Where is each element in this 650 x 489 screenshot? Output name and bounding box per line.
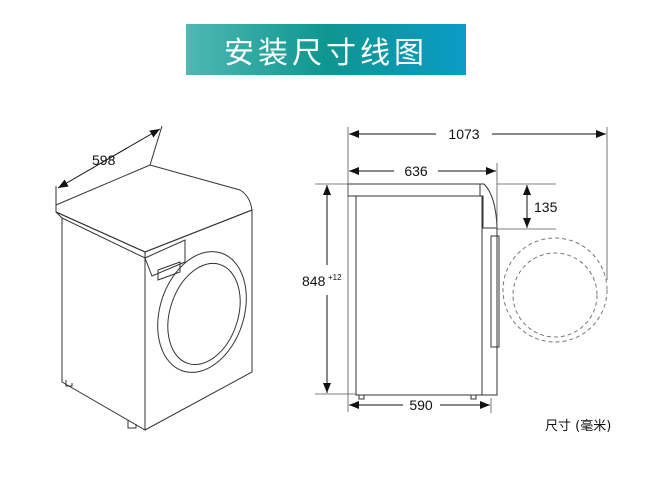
unit-label: 尺寸 (毫米)	[545, 418, 611, 434]
dim-height-tolerance: +12	[328, 273, 342, 282]
door-swing-outer	[502, 237, 608, 343]
washer-side-view	[347, 183, 608, 400]
door-swing-inner	[512, 252, 598, 338]
dim-height-label: 848	[302, 273, 326, 289]
title-banner: 安装尺寸线图	[186, 24, 466, 75]
washer-3d-view	[55, 125, 253, 431]
dim-total-depth-label: 1073	[448, 126, 479, 142]
dim-width-label: 598	[92, 152, 116, 168]
title: 安装尺寸线图	[224, 35, 428, 71]
dim-body-depth-label: 590	[409, 397, 433, 413]
dim-depth-label: 636	[404, 163, 428, 179]
dim-door-offset-label: 135	[534, 199, 558, 215]
